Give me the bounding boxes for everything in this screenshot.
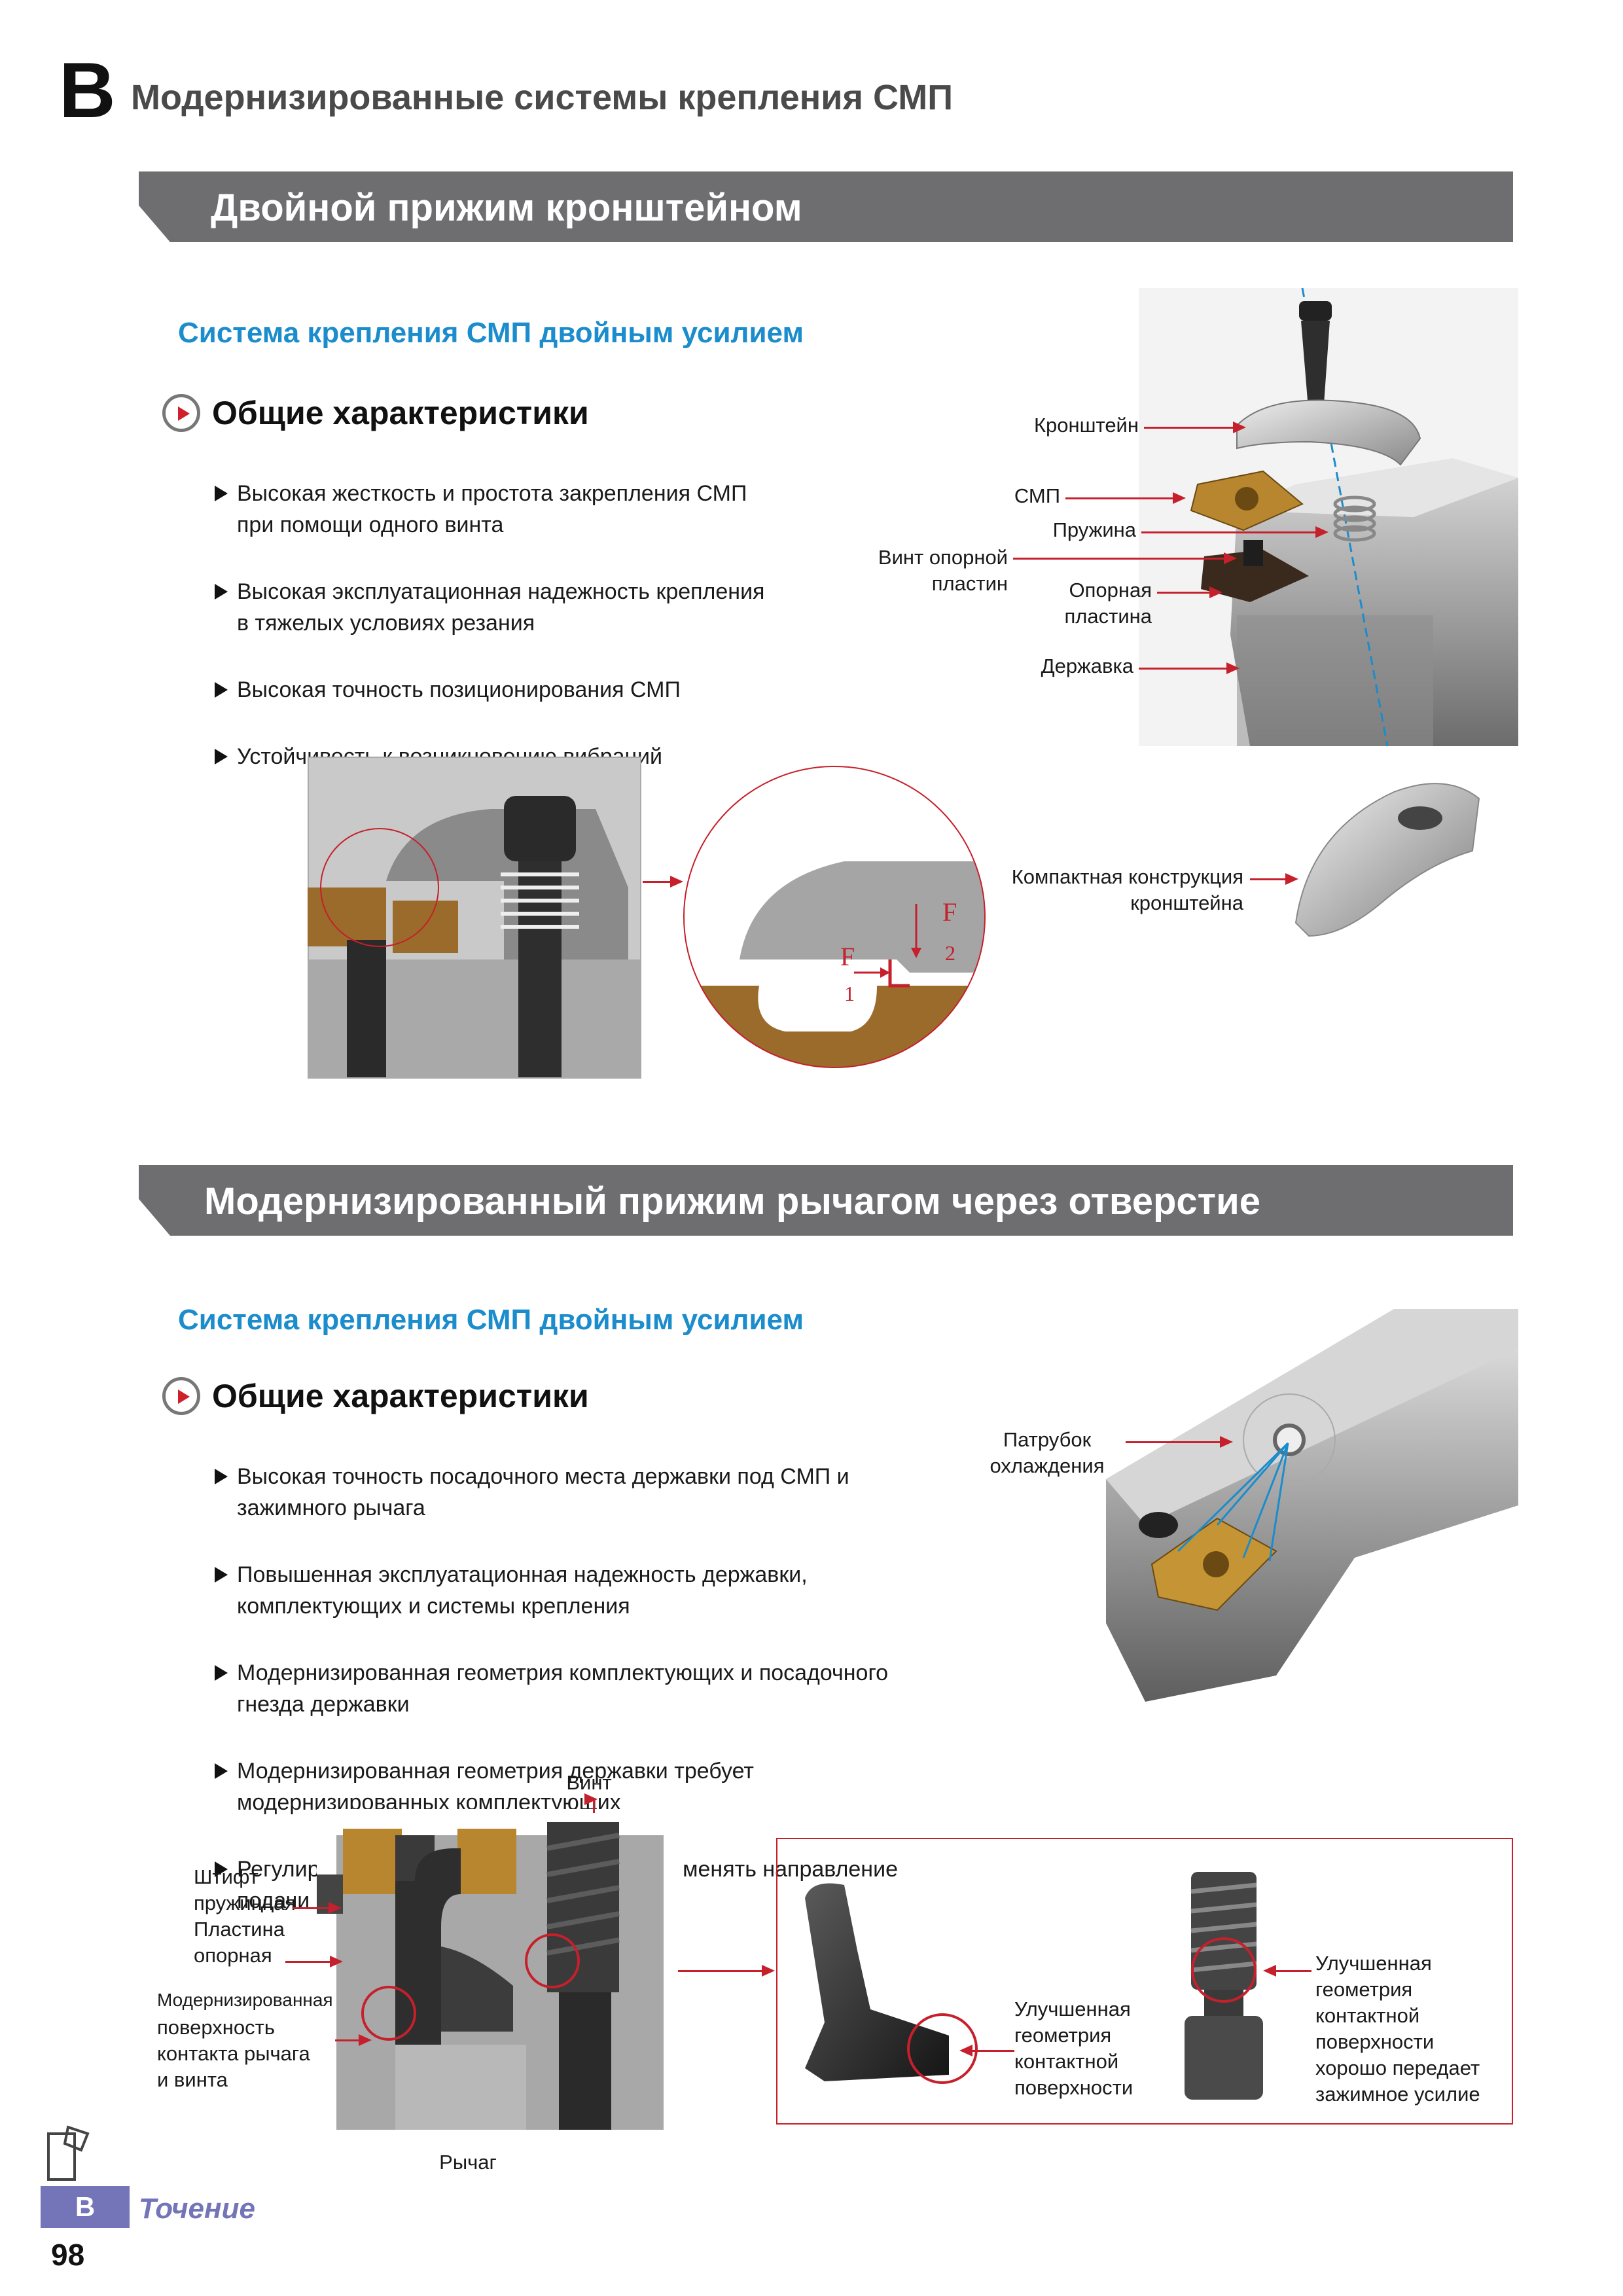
label-bracket: Кронштейн: [1033, 414, 1139, 437]
label-modern-surface: поверхность контакта рычага и винта: [157, 2016, 310, 2091]
cross-section-bracket: [308, 757, 641, 1079]
play-circle-icon: [162, 394, 200, 432]
label-shim-arrow: [1157, 586, 1222, 598]
label-pin-arrow: [293, 1902, 342, 1914]
section1-subtitle: Система крепления СМП двойным усилием: [178, 317, 804, 349]
label-compact-arrow: [1250, 873, 1298, 885]
chapter-letter: B: [59, 46, 116, 134]
force-label-f1: F: [840, 942, 855, 971]
zoom-arrow: [643, 876, 683, 888]
label-improved-lever-arrow: [959, 2045, 1014, 2056]
force-label-2: 2: [945, 941, 955, 965]
label-screw-arrow: [584, 1793, 597, 1813]
chapter-title: Модернизированные системы крепления СМП: [131, 78, 954, 117]
label-screw: Винт: [566, 1771, 612, 1794]
label-pin-shim: Штифт пружинная Пластина опорная: [194, 1865, 296, 1967]
label-shim: Опорная пластина: [1064, 579, 1152, 628]
section1-banner: Двойной прижим кронштейном: [139, 171, 1513, 242]
section2-features-title: Общие характеристики: [212, 1378, 589, 1414]
section1-features-heading: Общие характеристики: [162, 394, 589, 432]
section2-banner-text: Модернизированный прижим рычагом через о…: [204, 1180, 1261, 1223]
section2-bullet: Высокая точность посадочного места держа…: [213, 1461, 898, 1524]
label-holder-arrow: [1139, 662, 1240, 674]
turning-tool-icon: [47, 2125, 90, 2181]
label-holder: Державка: [1041, 655, 1133, 677]
label-improved-lever: Улучшенная геометрия контактной поверхно…: [1014, 1998, 1133, 2099]
force-label-1: 1: [844, 982, 855, 1005]
footer-section-name: Точение: [139, 2193, 255, 2225]
section2-banner: Модернизированный прижим рычагом через о…: [139, 1165, 1513, 1236]
detail-box: [776, 1838, 1513, 2125]
label-shim-arrow: [285, 1956, 343, 1967]
section1-features-title: Общие характеристики: [212, 395, 589, 431]
section2-subtitle: Система крепления СМП двойным усилием: [178, 1304, 804, 1336]
cross-section-lever: [317, 1809, 677, 2130]
section1-bullet: Высокая жесткость и простота закрепления…: [213, 478, 764, 541]
zoom-detail: [683, 766, 986, 1068]
label-insert-arrow: [1065, 492, 1186, 504]
screw-illustration: [1185, 1872, 1263, 2100]
bracket-illustration: [1294, 783, 1480, 937]
label-improved-screw: Улучшенная геометрия контактной поверхно…: [1315, 1952, 1480, 2106]
lever-illustration: [805, 1883, 978, 2084]
section1-bullet: Высокая точность позиционирования СМП: [213, 674, 764, 706]
label-modern: Модернизированная: [157, 1990, 333, 2010]
label-shim-screw-arrow: [1013, 552, 1237, 564]
label-spring-arrow: [1141, 526, 1329, 538]
force-label-f2: F: [942, 897, 957, 927]
label-insert: СМП: [1014, 484, 1060, 507]
section1-bullets: Высокая жесткость и простота закрепления…: [213, 446, 764, 808]
label-coolant: Патрубок охлаждения: [990, 1428, 1105, 1477]
label-shim-screw: Винт опорной пластин: [878, 546, 1008, 595]
boring-bar-illustration: [1106, 1309, 1518, 1702]
detail-arrow: [678, 1965, 775, 1977]
play-circle-icon: [162, 1377, 200, 1415]
label-modern-arrow: [335, 2034, 372, 2046]
section2-bullet: Повышенная эксплуатационная надежность д…: [213, 1559, 898, 1622]
label-compact-bracket: Компактная конструкция кронштейна: [1011, 865, 1243, 914]
label-spring: Пружина: [1052, 518, 1136, 541]
page-number: 98: [51, 2238, 85, 2272]
section1-banner-text: Двойной прижим кронштейном: [211, 187, 802, 229]
section1-bullet: Высокая эксплуатационная надежность креп…: [213, 576, 764, 639]
label-lever: Рычаг: [439, 2151, 497, 2174]
label-improved-screw-arrow: [1263, 1965, 1311, 1977]
section2-features-heading: Общие характеристики: [162, 1377, 589, 1415]
section2-bullet: Модернизированная геометрия комплектующи…: [213, 1657, 898, 1720]
exploded-view-illustration: [1139, 288, 1518, 746]
label-coolant-arrow: [1126, 1436, 1233, 1448]
label-bracket-arrow: [1144, 422, 1246, 433]
footer-section-tab: B: [41, 2186, 130, 2228]
